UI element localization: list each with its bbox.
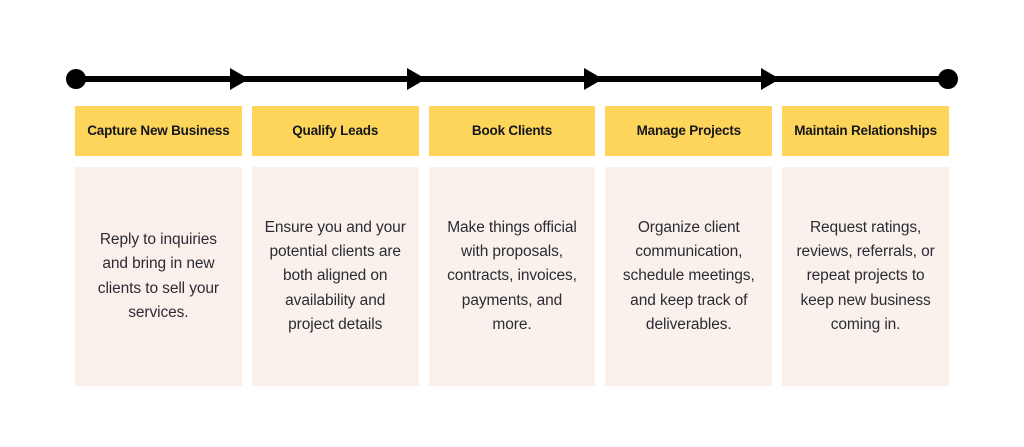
stage-header-1: Capture New Business <box>75 106 242 156</box>
timeline-arrow <box>66 64 958 94</box>
arrow-right-icon-1 <box>230 68 249 90</box>
stage-description-2: Ensure you and your potential clients ar… <box>264 219 406 333</box>
filled-circle-icon-end <box>938 69 958 89</box>
stage-column-3: Book Clients Make things official with p… <box>428 106 596 386</box>
stage-column-2: Qualify Leads Ensure you and your potent… <box>251 106 419 386</box>
stage-header-5: Maintain Relationships <box>782 106 949 156</box>
stage-body-4: Organize client communication, schedule … <box>605 167 773 386</box>
stage-body-3: Make things official with proposals, con… <box>428 167 596 386</box>
stage-title-2: Qualify Leads <box>292 123 379 139</box>
stage-header-2: Qualify Leads <box>251 106 419 156</box>
stage-body-2: Ensure you and your potential clients ar… <box>251 167 419 386</box>
stage-header-4: Manage Projects <box>605 106 773 156</box>
arrow-right-icon-4 <box>761 68 780 90</box>
stage-columns: Capture New Business Reply to inquiries … <box>75 106 949 386</box>
filled-circle-icon-start <box>66 69 86 89</box>
stage-description-4: Organize client communication, schedule … <box>622 219 755 333</box>
stage-column-4: Manage Projects Organize client communic… <box>605 106 773 386</box>
stage-title-4: Manage Projects <box>636 123 741 139</box>
stage-title-3: Book Clients <box>471 123 553 139</box>
stage-title-5: Maintain Relationships <box>794 123 937 139</box>
stage-body-5: Request ratings, reviews, referrals, or … <box>782 167 949 386</box>
stage-description-5: Request ratings, reviews, referrals, or … <box>796 219 935 333</box>
stage-header-3: Book Clients <box>428 106 596 156</box>
stage-description-1: Reply to inquiries and bring in new clie… <box>97 231 219 321</box>
stage-column-1: Capture New Business Reply to inquiries … <box>75 106 242 386</box>
arrow-right-icon-2 <box>407 68 426 90</box>
stage-title-1: Capture New Business <box>87 123 230 139</box>
arrow-right-icon-3 <box>584 68 603 90</box>
stage-body-1: Reply to inquiries and bring in new clie… <box>75 167 242 386</box>
stage-description-3: Make things official with proposals, con… <box>447 219 577 333</box>
stage-column-5: Maintain Relationships Request ratings, … <box>782 106 949 386</box>
